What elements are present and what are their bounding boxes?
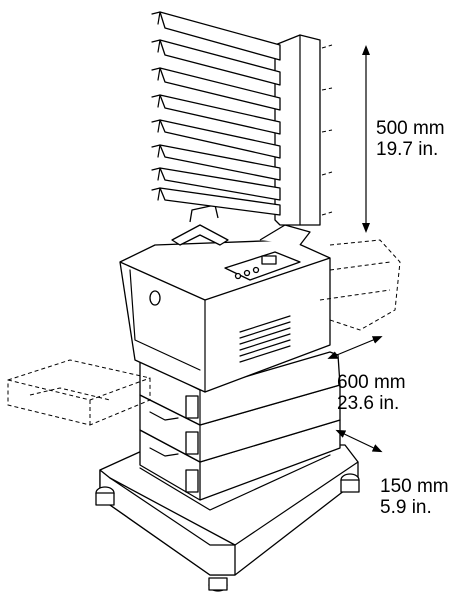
dimension-arrows: [327, 45, 383, 453]
dimension-imperial: 19.7 in.: [376, 139, 439, 160]
dimension-imperial: 5.9 in.: [380, 497, 432, 518]
depth-arrow: [327, 336, 383, 359]
mailbox-unit: [151, 11, 333, 246]
dimension-metric: 150 mm: [380, 476, 449, 497]
printer-body: [119, 239, 331, 393]
dimension-metric: 500 mm: [376, 118, 445, 139]
dimension-imperial: 23.6 in.: [337, 393, 400, 414]
dimension-metric: 600 mm: [337, 372, 406, 393]
dimension-label-side: 150 mm 5.9 in.: [380, 476, 449, 518]
dashed-trays: [7, 239, 401, 426]
lower-paper-trays: [139, 351, 341, 501]
dimension-label-depth: 600 mm 23.6 in.: [337, 372, 406, 414]
side-arrow: [335, 429, 383, 453]
dimension-label-height: 500 mm 19.7 in.: [376, 118, 445, 160]
